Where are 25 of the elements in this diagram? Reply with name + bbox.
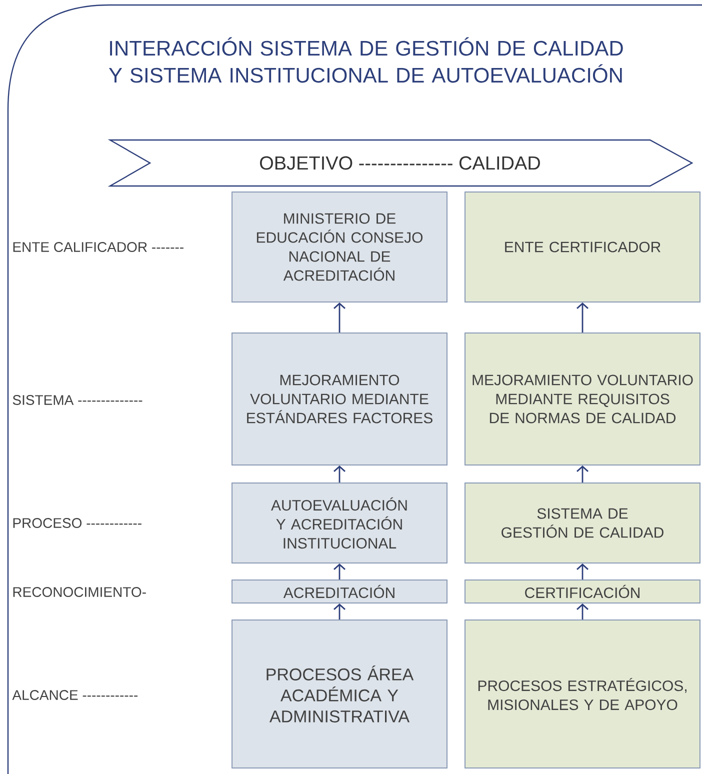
process-box: SISTEMA DE GESTIÓN DE CALIDAD: [464, 482, 700, 564]
row-label: ENTE CALIFICADOR -------: [13, 242, 184, 252]
row-label: SISTEMA --------------: [12, 395, 142, 405]
process-box: ACREDITACIÓN: [232, 580, 448, 604]
banner-chevron: OBJETIVO --------------- CALIDAD: [108, 139, 694, 187]
process-box: MEJORAMIENTO VOLUNTARIO MEDIANTE ESTÁNDARES FACTORES: [232, 332, 448, 466]
process-box: MEJORAMIENTO VOLUNTARIO MEDIANTE REQUISITOS DE NORMAS DE CALIDAD: [464, 332, 700, 466]
process-box: MINISTERIO DE EDUCACIÓN CONSEJO NACIONAL DE ACREDITACIÓN: [232, 192, 448, 302]
arrow: [576, 604, 588, 620]
row-label: ALCANCE ------------: [12, 690, 138, 700]
row-label: RECONOCIMIENTO-: [13, 587, 146, 597]
row-label: PROCESO ------------: [13, 518, 142, 528]
arrow: [334, 604, 346, 620]
process-box: CERTIFICACIÓN: [464, 580, 700, 604]
arrow: [334, 564, 346, 580]
arrow: [576, 302, 588, 332]
arrow: [334, 466, 346, 482]
arrow: [576, 564, 588, 580]
arrow: [334, 302, 346, 332]
process-box: PROCESOS ESTRATÉGICOS, MISIONALES Y DE APOYO: [464, 620, 700, 768]
title: INTERACCIÓN SISTEMA DE GESTIÓN DE CALIDAD Y SISTEMA INSTITUCIONAL DE AUTOEVALUACIÓN: [108, 37, 623, 83]
process-box: AUTOEVALUACIÓN Y ACREDITACIÓN INSTITUCIONAL: [232, 482, 448, 564]
arrow: [576, 466, 588, 482]
process-box: PROCESOS ÁREA ACADÉMICA Y ADMINISTRATIVA: [232, 620, 448, 768]
process-box: ENTE CERTIFICADOR: [464, 192, 700, 302]
